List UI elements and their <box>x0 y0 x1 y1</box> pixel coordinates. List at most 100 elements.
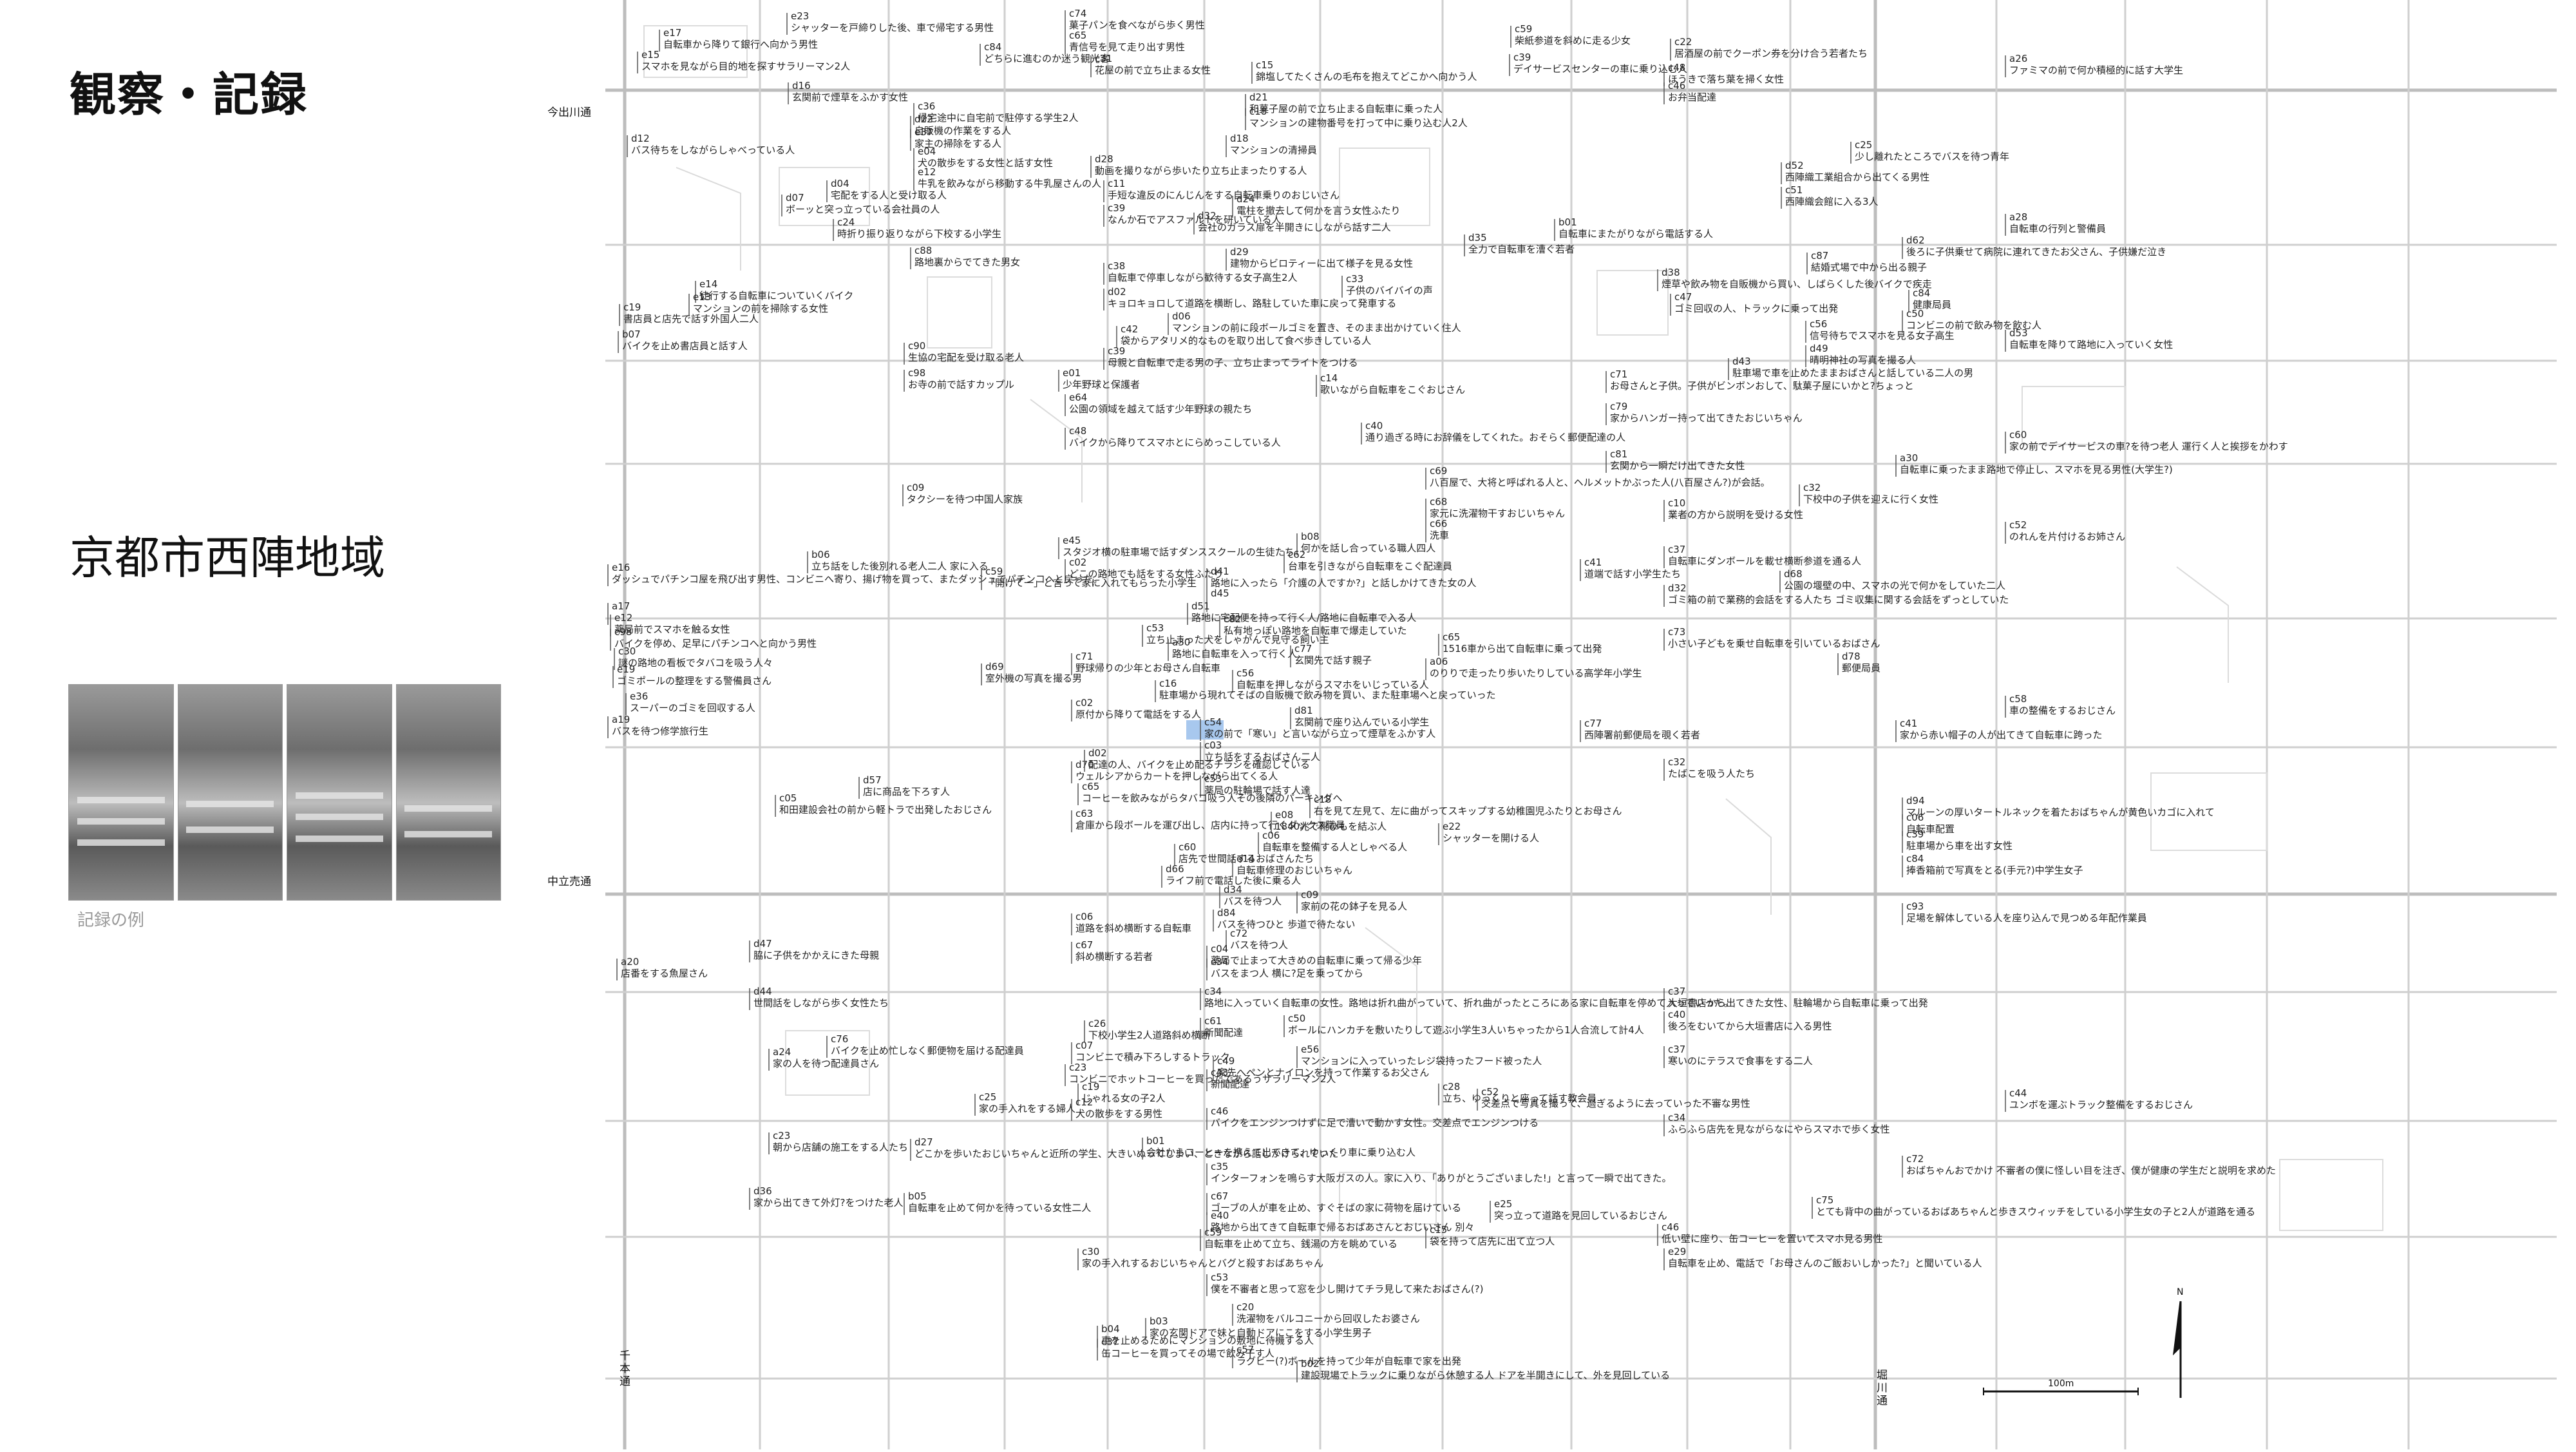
observation-code: c19 <box>1082 1081 1099 1093</box>
observation-code: e17 <box>663 27 681 39</box>
observation-text: 足場を解体している人を座り込んで見つめる年配作業員 <box>1906 912 2147 924</box>
observation-text: 家の前で「寒い」と言いながら立って煙草をふかす人 <box>1204 728 1435 740</box>
observation-code: c84 <box>984 41 1001 53</box>
observation-code: c35 <box>1211 1161 1228 1172</box>
observation-code: c06 <box>1906 812 1924 823</box>
observation-code: c52 <box>2009 519 2027 531</box>
observation-text: 家元に洗濯物干すおじいちゃん <box>1430 508 1565 519</box>
observation-text: 西陣織会館に入る3人 <box>1785 196 1879 207</box>
observation-text: じゃれる女の子2人 <box>1082 1093 1166 1104</box>
observation-text: スーパーのゴミを回収する人 <box>630 702 755 714</box>
observation-text: 帰宅途中に自宅前で駐停する学生2人 <box>918 112 1079 124</box>
observation-text: 自転車を止めて立ち、銭湯の方を眺めている <box>1204 1238 1397 1250</box>
observation-code: e14 <box>699 278 717 290</box>
observation-text: どこの路地でも話をする女性ふたり <box>1069 568 1224 580</box>
observation-text: 車を止めるためにマンションの敷地に待機する人 <box>1101 1335 1314 1346</box>
observation-code: e45 <box>1063 535 1081 546</box>
observation-text: 路地から出てきて自転車で帰るおばあさんとおじいさん 別々 <box>1211 1221 1474 1233</box>
observation-code: d49 <box>1810 343 1828 354</box>
observation-text: ボールにハンカチを敷いたりして遊ぶ小学生3人いちゃったから1人合流して計4人 <box>1288 1024 1644 1036</box>
observation-code: c93 <box>1906 901 1924 912</box>
observation-label: c75とても背中の曲がっているおばあちゃんと歩きスウィッチをしている小学生女の子… <box>1812 1194 2255 1219</box>
observation-code: c75 <box>1816 1194 1833 1206</box>
observation-text: 駐車場から車を出す女性 <box>1906 840 2012 852</box>
observation-text: 路地に入っていく自転車の女性。路地は折れ曲がっていて、折れ曲がったところにある家… <box>1204 997 1734 1009</box>
observation-text: ゴミ回収の人、トラックに乗って出発 <box>1674 303 1838 314</box>
observation-code: c98 <box>614 626 632 638</box>
observation-code: c46 <box>1211 1105 1228 1117</box>
observation-code: c32 <box>1668 756 1685 768</box>
observation-text: 自転車を降りて路地に入っていく女性 <box>2009 339 2173 350</box>
observation-code: c65 <box>1069 30 1086 41</box>
observation-code: a24 <box>773 1046 791 1058</box>
observation-text: 通り過ぎる時にお辞儀をしてくれた。おそらく郵便配達の人 <box>1365 432 1625 443</box>
observation-code: b06 <box>811 549 830 560</box>
observation-text: 母親と自転車で走る男の子、立ち止まってライトをつける <box>1108 357 1358 368</box>
observation-code: c36 <box>918 100 935 112</box>
observation-text: ゴミポールの整理をする警備員さん <box>617 675 772 687</box>
observation-code: c37 <box>1668 986 1685 997</box>
observation-code: a30 <box>1900 452 1918 464</box>
observation-text: 全力で自転車を漕ぐ若者 <box>1468 244 1575 255</box>
observation-text: 結婚式場で中から出る親子 <box>1811 262 1927 273</box>
observation-code: c90 <box>908 340 925 352</box>
observation-text: 錦塩してたくさんの毛布を抱えてどこかへ向かう人 <box>1256 71 1477 82</box>
observation-text: 子供のバイバイの声 <box>1346 285 1433 296</box>
observation-code: e56 <box>1301 1044 1319 1055</box>
observation-code: d07 <box>786 192 804 204</box>
observation-text: ラグビー(?)ボールを持って少年が自転車で家を出発 <box>1236 1355 1461 1367</box>
observation-text: マルーンの厚いタートルネックを着たおばちゃんが黄色いカゴに入れて <box>1906 807 2215 818</box>
street-name: 今出川通 <box>547 106 591 119</box>
observation-text: 自転車の行列と警備員 <box>2009 223 2106 234</box>
observation-text: インターフォンを鳴らす大阪ガスの人。家に入り、「ありがとうございました!」と言っ… <box>1211 1172 1672 1184</box>
observation-code: e36 <box>630 691 648 702</box>
observation-text: 建物からビロティーに出て様子を見る女性 <box>1230 258 1413 269</box>
observation-text: 徒行する自転車についていくバイク <box>699 290 853 301</box>
observation-text: 家の前でデイサービスの車?を待つ老人 運行く人と挨拶をかわす <box>2009 441 2288 452</box>
observation-text: 突っ立って道路を見回しているおじさん <box>1494 1210 1667 1221</box>
observation-code: c38 <box>1108 260 1125 272</box>
observation-text: タクシーを待つ中国人家族 <box>907 493 1023 505</box>
observation-code: c03 <box>1204 740 1222 751</box>
observation-code: c32 <box>1803 482 1821 493</box>
observation-code: d69 <box>985 661 1004 673</box>
observation-code: c71 <box>1075 651 1093 662</box>
observation-code: d06 <box>1172 310 1191 322</box>
observation-label: c59「開けて一」と言って家に入れてもらった小学生 <box>981 566 1197 590</box>
observation-text: 大垣書店から出てきた女性、駐輪場から自転車に乗って出発 <box>1668 997 1928 1009</box>
observation-text: 缶コーヒーを買ってその場で飲み干す人 <box>1101 1348 1274 1359</box>
observation-code: c25 <box>1855 139 1872 151</box>
observation-text: 自転車配置 <box>1906 823 1955 835</box>
observation-text: コンビニで積み下ろしするトラック <box>1075 1051 1230 1063</box>
